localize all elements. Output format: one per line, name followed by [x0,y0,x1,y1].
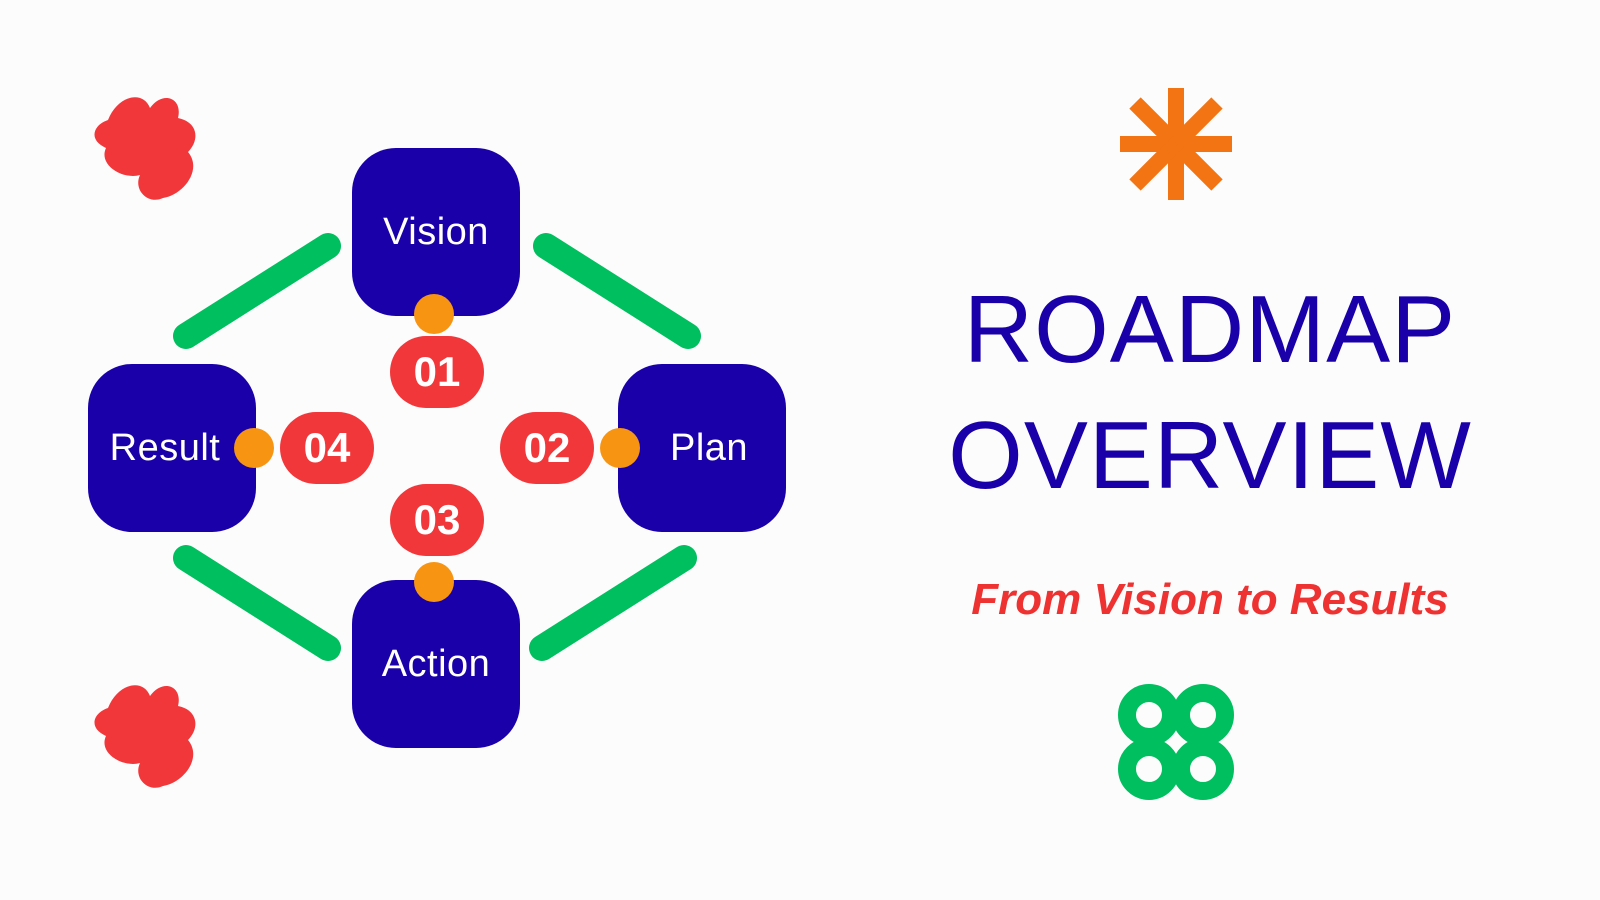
node-vision-label: Vision [383,210,489,253]
dot-vision [414,294,454,334]
connector-vision-plan [533,233,701,349]
step-badge-04: 04 [280,412,374,484]
title-line-2: OVERVIEW [948,402,1472,509]
subtitle: From Vision to Results [971,575,1449,624]
squiggle-blob-icon [94,97,196,200]
dot-plan [600,428,640,468]
node-result-label: Result [109,426,221,469]
connector-result-action [173,545,341,661]
squiggle-blob-icon [94,685,196,788]
node-plan: Plan [618,364,786,532]
step-badge-03: 03 [390,484,484,556]
node-plan-label: Plan [669,426,749,469]
node-action-label: Action [381,642,491,685]
connector-vision-result [173,233,341,349]
dot-action [414,562,454,602]
node-vision: Vision [352,148,520,316]
step-badge-02: 02 [500,412,594,484]
node-result: Result [88,364,256,532]
node-action: Action [352,580,520,748]
asterisk-icon [1120,88,1232,200]
step-badge-01: 01 [390,336,484,408]
connector-plan-action [529,545,697,661]
title-line-1: ROADMAP [963,276,1457,383]
quad-rings-icon [1118,684,1234,800]
dot-result [234,428,274,468]
